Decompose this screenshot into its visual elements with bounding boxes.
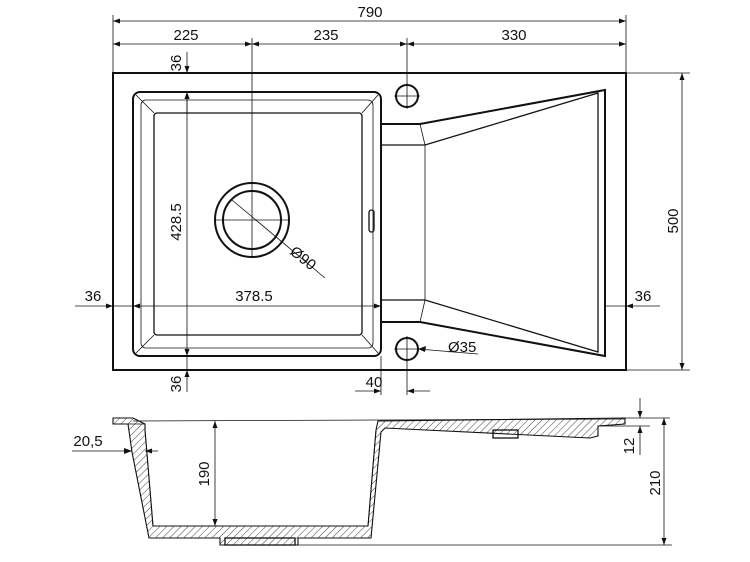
section-dimensions: 20,5 190 12 210 xyxy=(72,398,672,546)
section-drain xyxy=(224,537,296,546)
sink-outline xyxy=(112,72,627,371)
drainer-board xyxy=(381,88,606,358)
dim-rim-right: 36 xyxy=(635,288,652,305)
dim-bowl-length: 428.5 xyxy=(168,203,185,241)
dim-rim-bottom: 36 xyxy=(168,376,185,393)
dim-bowl-width: 378.5 xyxy=(235,288,273,305)
dim-drainer-depth: 12 xyxy=(621,438,638,455)
dim-overall-depth: 500 xyxy=(665,208,682,233)
dim-tap-offset: 40 xyxy=(366,374,383,391)
dim-bowl-depth: 190 xyxy=(196,461,213,486)
dim-330: 330 xyxy=(501,27,526,44)
dim-rim-top: 36 xyxy=(168,55,185,72)
section-view xyxy=(112,417,626,546)
dim-wall-thickness: 20,5 xyxy=(73,433,102,450)
dim-tap-hole-diameter: Ø35 xyxy=(448,339,476,356)
dim-225: 225 xyxy=(173,27,198,44)
bowl-bottom xyxy=(153,112,363,336)
dim-rim-left: 36 xyxy=(85,288,102,305)
dim-overall-width: 790 xyxy=(357,4,382,21)
dim-235: 235 xyxy=(313,27,338,44)
top-view xyxy=(112,72,627,371)
bowl-outline xyxy=(132,91,382,357)
overflow-slot xyxy=(368,209,375,233)
dim-total-height: 210 xyxy=(647,470,664,495)
